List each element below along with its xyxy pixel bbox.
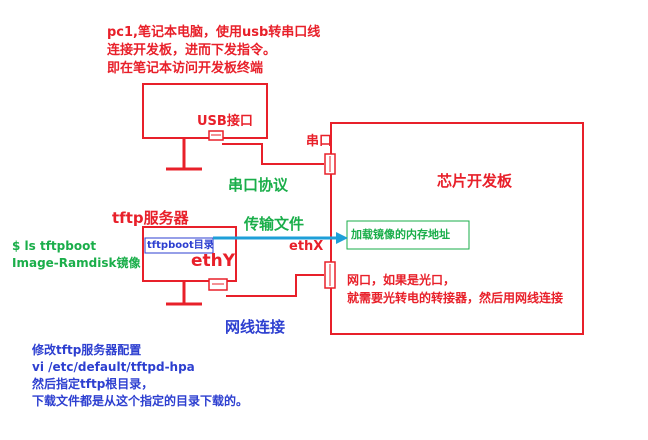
dev-board	[330, 122, 584, 335]
dev-board-label: 芯片开发板	[437, 172, 513, 190]
network-port-note: 网口，如果是光口， 就需要光转电的转接器，然后用网线连接	[347, 271, 563, 307]
transfer-label: 传输文件	[244, 215, 305, 233]
ls-command-note: $ ls tftpboot Image-Ramdisk镜像	[12, 238, 140, 272]
load-address-label: 加载镜像的内存地址	[351, 228, 450, 241]
tftp-monitor	[142, 226, 237, 282]
usb-port-label: USB接口	[197, 114, 253, 129]
cable-label: 网线连接	[225, 318, 286, 336]
laptop-monitor	[142, 83, 268, 139]
intro-line: 即在笔记本访问开发板终端	[107, 61, 264, 76]
network-port-line-text: 就需要光转电的转接器，然后用网线连接	[347, 291, 564, 305]
ethy-label: ethY	[191, 251, 236, 271]
tftpboot-dir-label: tftpboot目录	[147, 240, 214, 251]
load-address-box	[346, 220, 470, 250]
network-port-line-text: 网口，如果是光口，	[347, 273, 456, 287]
ls-command-line: Image-Ramdisk镜像	[12, 256, 141, 270]
intro-line: pc1,笔记本电脑，使用usb转串口线	[107, 25, 321, 40]
transfer-arrow-head	[336, 232, 348, 244]
intro-line: 连接开发板，进而下发指令。	[107, 43, 277, 58]
config-line: 然后指定tftp根目录，	[32, 377, 154, 391]
serial-port-label: 串口	[306, 134, 333, 149]
ls-command-line: $ ls tftpboot	[12, 239, 97, 253]
config-line: 修改tftp服务器配置	[32, 343, 142, 357]
tftp-server-label: tftp服务器	[112, 209, 189, 227]
ethx-label: ethX	[289, 239, 324, 254]
intro-note: pc1,笔记本电脑，使用usb转串口线 连接开发板，进而下发指令。 即在笔记本访…	[107, 24, 320, 78]
serial-cable	[222, 143, 324, 165]
config-line: 下载文件都是从这个指定的目录下载的。	[32, 394, 249, 408]
tftpboot-dir-box	[144, 237, 214, 254]
config-note: 修改tftp服务器配置 vi /etc/default/tftpd-hpa 然后…	[32, 342, 248, 410]
config-line: vi /etc/default/tftpd-hpa	[32, 360, 195, 374]
network-cable	[226, 274, 324, 297]
serial-protocol-label: 串口协议	[228, 176, 289, 194]
